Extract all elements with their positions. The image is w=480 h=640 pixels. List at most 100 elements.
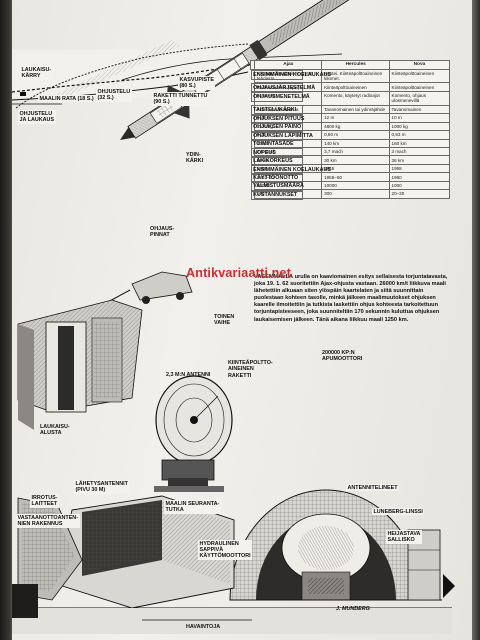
label-line: HYDRAULINEN (199, 540, 239, 547)
table-cell: 36 km (388, 155, 451, 165)
table-cell: 1958 (388, 163, 451, 174)
next-page-arrow-icon (443, 574, 455, 598)
label-line: KÄRKI (186, 158, 204, 165)
label-hydraulic-motor: HYDRAULINEN SAPPIVÄ KÄYTTÖMOOTTORI (198, 540, 253, 561)
caption-lead: VASEMMALLA (254, 274, 294, 280)
artist-signature: J. MUNBERG (336, 606, 370, 612)
table-cell: 3,7 mach (321, 146, 390, 157)
table-cell: Nopeus (250, 147, 303, 158)
table-header-cell (249, 60, 256, 70)
table-cell: 1000 kg (388, 121, 451, 132)
table-cell: 0,53 m (388, 130, 451, 140)
label-booster: 200000 kp:n APUMOOTTORI (322, 350, 362, 363)
label-nuclear-warhead: YDIN- KÄRKI (186, 152, 203, 165)
table-cell: 1000 (388, 180, 451, 191)
table-cell: Nestei. Kiinteäpolttoaineinen kilomet. (321, 68, 390, 84)
label-second-stage: TOINEN VAIHE (214, 314, 234, 327)
table-row: Ensimmäinen koelaukausKiinteäpolttoainei… (250, 68, 451, 84)
table-cell: Ohjuksen paino (250, 122, 303, 133)
label-line: HEIJASTAVA (387, 530, 421, 537)
table-header-row: Ajax Hercules Nova (249, 60, 451, 70)
table-cell: Käyttöönotto (250, 172, 303, 184)
label-line: KÄYTTÖMOOTTORI (199, 553, 251, 560)
watermark: Antikvariaatti.net (186, 266, 292, 280)
label-line: JA LAUKAUS (19, 116, 55, 123)
table-cell: 1958–60 (321, 172, 390, 182)
label-reflector: HEIJASTAVA SALLISKO (386, 530, 422, 544)
table-cell: 1955 (321, 163, 390, 174)
table-cell: 4800 kg (321, 121, 390, 132)
table-cell: Kustannukset (250, 189, 303, 201)
label-line: RAKETTI TUNNETTU (153, 92, 208, 99)
label-line: KIINTEÄPOLTTO- (228, 360, 273, 366)
table-cell: Komento, käytetyt radioajot (321, 90, 390, 106)
label-line: VAIHE (214, 320, 231, 327)
table-cell: Tavanomainen tai ydinräjähde (321, 104, 390, 115)
table-header-cell: Hercules (321, 60, 390, 70)
table-cell: 30 km (321, 155, 390, 165)
label-line: OHJUSTELU (19, 110, 53, 117)
table-header-cell: Nova (388, 60, 451, 70)
label-launch-cart: LAUKAISU- KÄRRY (20, 66, 53, 80)
tracking-radar (154, 375, 233, 492)
label-line: MAALIN SEURANTA- (165, 500, 220, 507)
table-cell: Ensimmäinen koelaukaus (250, 164, 331, 175)
label-line: (PIVU 30 m) (75, 486, 106, 493)
table-cell: Tavanomainen (388, 104, 451, 115)
label-tracking-radar: MAALIN SEURANTA- TUTKA (164, 500, 221, 514)
label-line: TUTKA (165, 506, 184, 513)
page-right-edge (472, 0, 480, 640)
table-cell: Ohjuksen läpimitta (250, 130, 313, 141)
table-cell: 1960 (388, 172, 451, 182)
label-rocket-known: RAKETTI TUNNETTU (90 s.) (152, 92, 209, 106)
label-line: SAPPIVÄ (199, 546, 224, 553)
label-line: LAUKAISU- (21, 66, 52, 73)
label-line: YDIN- (186, 152, 201, 158)
table-row: TaistelukärkiKolme tavanomaistaTavanomai… (250, 104, 451, 116)
table-cell: 12 m (321, 113, 390, 123)
label-line: AINEINEN (228, 366, 254, 373)
label-line: 200000 kp:n (322, 350, 355, 356)
table-row: Ensimmäinen koelaukaus195119551958 (250, 163, 451, 175)
label-line: (18 s.) (77, 95, 94, 102)
table-cell: Ohjausjärjestelmä (250, 82, 315, 94)
label-guidance-path: OHJUSTELU (32 s.) (96, 88, 132, 102)
table-cell: Kiinteäpolttoaineinen (388, 82, 451, 92)
page-binding-shadow (0, 0, 14, 640)
table-cell: 3 mach (388, 146, 451, 157)
label-solid-rocket: KIINTEÄPOLTTO- AINEINEN RAKETTI (228, 360, 273, 379)
table-cell: 10000 (321, 180, 390, 191)
label-line: APUMOOTTORI (322, 356, 363, 363)
table-cell: Valmistusmäärä (250, 181, 304, 192)
label-line: KASVUPISTE (179, 76, 214, 83)
label-line: (80 s.) (179, 82, 196, 89)
table-cell: 160 km (388, 138, 451, 149)
table-cell: Toimintasäde (250, 139, 303, 150)
silo-cutaway (17, 299, 143, 430)
label-line: NIEN RAKENNUS (17, 520, 63, 527)
label-control-fins: OHJAUS- PINNAT (150, 226, 174, 239)
table-cell: 300 (321, 189, 390, 199)
label-line: ALUSTA (40, 430, 62, 437)
missile-spec-table: Ajax Hercules Nova Ensimmäinen koelaukau… (249, 60, 451, 201)
label-bottom: HAVAINTOJA (186, 624, 221, 630)
table-cell: Ohjuksen pituus (250, 113, 304, 125)
radome-building (229, 489, 442, 601)
label-line: IRROTUS- (31, 494, 58, 501)
table-cell: Komento, ohjaus ulosmenevillä (388, 90, 451, 106)
table-cell: Taistelukärki (250, 105, 303, 116)
label-line: KÄRRY (21, 72, 41, 79)
label-luneberg-lens: LUNEBERG-LINSSI (372, 508, 425, 516)
table-cell: Lakikorkeus (250, 155, 303, 167)
table-row: Kustannukset10030020–30 (250, 189, 451, 201)
label-line: (90 s.) (153, 98, 170, 105)
label-line: RAKETTI (228, 372, 252, 379)
caption-body: urulla on kaaviomainen esitys sellaisest… (254, 274, 448, 323)
table-row: OhjausjärjestelmäRadiokomento (Ajax)Kiin… (250, 82, 451, 94)
launcher-vehicle (107, 271, 193, 304)
